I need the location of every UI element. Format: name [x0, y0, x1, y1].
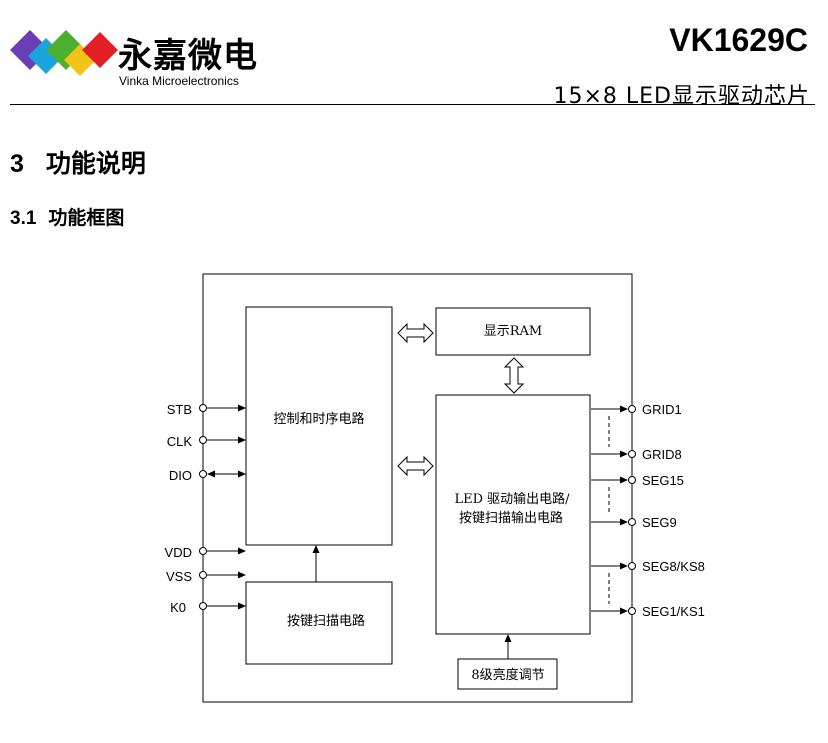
- vinka-logo: [10, 30, 118, 76]
- pin-stb: STB: [167, 402, 246, 417]
- pin-seg15-label: SEG15: [642, 473, 684, 488]
- pin-stb-label: STB: [167, 402, 192, 417]
- pin-seg8-ks8: SEG8/KS8: [591, 559, 705, 574]
- display-ram-block: [435, 307, 591, 356]
- brand-name-cn: 永嘉微电: [118, 36, 258, 76]
- pin-vdd: VDD: [165, 545, 246, 560]
- pin-seg15-terminal: [628, 476, 636, 484]
- led-driver-block: [435, 394, 591, 635]
- pin-seg1-ks1: SEG1/KS1: [591, 604, 705, 619]
- pin-k0-label: K0: [170, 600, 186, 615]
- pin-seg1-ks1-label: SEG1/KS1: [642, 604, 705, 619]
- keyscan-block: [245, 581, 393, 665]
- keyscan-label: 按键扫描电路: [287, 613, 365, 629]
- ram-driver-double-arrow: [503, 357, 525, 394]
- logo-diamond-red: [82, 32, 118, 68]
- pin-grid8-label: GRID8: [642, 447, 682, 462]
- pin-grid1-terminal: [628, 405, 636, 413]
- pin-vss-label: VSS: [166, 569, 192, 584]
- pin-grid8: GRID8: [591, 447, 682, 462]
- section-title: 3 功能说明: [10, 144, 146, 180]
- pin-clk: CLK: [167, 434, 246, 449]
- led-driver-label-1: LED 驱动输出电路/: [454, 491, 570, 507]
- pin-vss: VSS: [166, 569, 246, 584]
- header-rule: [10, 104, 815, 105]
- pin-k0: K0: [170, 600, 246, 615]
- pin-seg9-label: SEG9: [642, 515, 677, 530]
- subsection-title-text: 功能框图: [48, 207, 125, 229]
- led-driver-label-2: 按键扫描输出电路: [459, 510, 563, 526]
- pin-vdd-label: VDD: [165, 545, 192, 560]
- dimming-block: [457, 658, 558, 690]
- pin-grid1: GRID1: [591, 402, 682, 417]
- dimming-label: 8级亮度调节: [471, 667, 544, 683]
- control-timing-label: 控制和时序电路: [273, 411, 364, 427]
- section-title-text: 功能说明: [45, 149, 146, 178]
- control-timing-block: [245, 306, 393, 546]
- pin-grid8-terminal: [628, 450, 636, 458]
- brand-name-en: Vinka Microelectronics: [119, 74, 239, 88]
- section-number: 3: [10, 150, 24, 178]
- display-ram-label: 显示RAM: [484, 324, 543, 339]
- chip-model: VK1629C: [669, 22, 808, 58]
- pin-dio-terminal: [199, 470, 207, 478]
- pin-grid1-label: GRID1: [642, 402, 682, 417]
- pin-seg9-terminal: [628, 518, 636, 526]
- pin-k0-terminal: [199, 602, 207, 610]
- subsection-number: 3.1: [10, 208, 37, 229]
- pin-seg1-ks1-terminal: [628, 607, 636, 615]
- control-ram-double-arrow: [397, 322, 434, 344]
- pin-seg8-ks8-terminal: [628, 562, 636, 570]
- pin-seg8-ks8-label: SEG8/KS8: [642, 559, 705, 574]
- pin-stb-terminal: [199, 404, 207, 412]
- pin-clk-label: CLK: [167, 434, 193, 449]
- pin-vdd-terminal: [199, 547, 207, 555]
- pin-clk-terminal: [199, 436, 207, 444]
- chip-outline: [202, 273, 633, 703]
- pin-seg15: SEG15: [591, 473, 684, 488]
- subsection-title: 3.1 功能框图: [10, 203, 124, 230]
- pin-dio: DIO: [169, 468, 246, 483]
- pin-vss-terminal: [199, 571, 207, 579]
- control-driver-double-arrow: [397, 455, 434, 477]
- pin-seg9: SEG9: [591, 515, 677, 530]
- pin-dio-label: DIO: [169, 468, 192, 483]
